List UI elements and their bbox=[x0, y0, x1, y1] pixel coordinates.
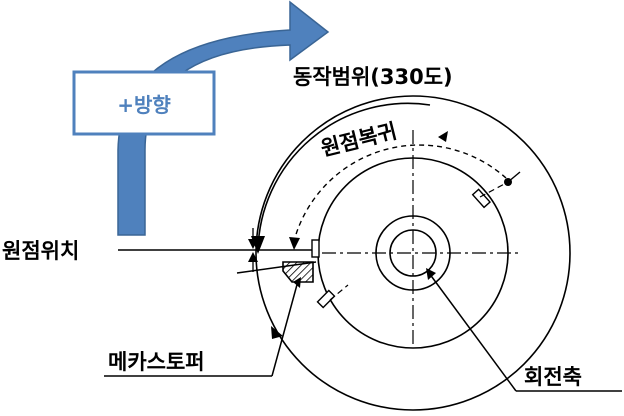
return-start-marker bbox=[471, 188, 491, 209]
origin-marker bbox=[311, 239, 320, 258]
outer-circle-arrow bbox=[271, 326, 283, 339]
stopper-leader-arrowhead bbox=[293, 277, 301, 288]
origin-position-label: 원점위치 bbox=[2, 239, 79, 263]
operating-range-arc bbox=[257, 102, 431, 251]
origin-return-arrowhead bbox=[289, 237, 300, 250]
mechanical-stopper-label: 메카스토퍼 bbox=[108, 350, 205, 374]
origin-return-top-arrow bbox=[438, 131, 448, 142]
mechanical-stopper bbox=[282, 261, 314, 283]
plus-direction-label: +방향 bbox=[117, 93, 171, 117]
radial-dash-upper-right bbox=[479, 180, 511, 198]
operating-range-label: 동작범위(330도) bbox=[293, 65, 453, 89]
axis-leader-diagonal bbox=[428, 272, 517, 392]
lower-marker bbox=[316, 289, 336, 309]
operating-range-arrowhead bbox=[251, 236, 265, 254]
hub-outer-circle bbox=[375, 215, 451, 291]
origin-return-tick bbox=[507, 171, 521, 183]
axis-leader-arrowhead bbox=[426, 268, 436, 280]
origin-return-arc bbox=[292, 144, 507, 246]
plus-direction-box bbox=[72, 70, 216, 136]
radial-dash-lower-left bbox=[329, 284, 349, 301]
rotation-axis-label: 회전축 bbox=[524, 365, 582, 389]
stopper-leader-diagonal bbox=[271, 280, 299, 377]
